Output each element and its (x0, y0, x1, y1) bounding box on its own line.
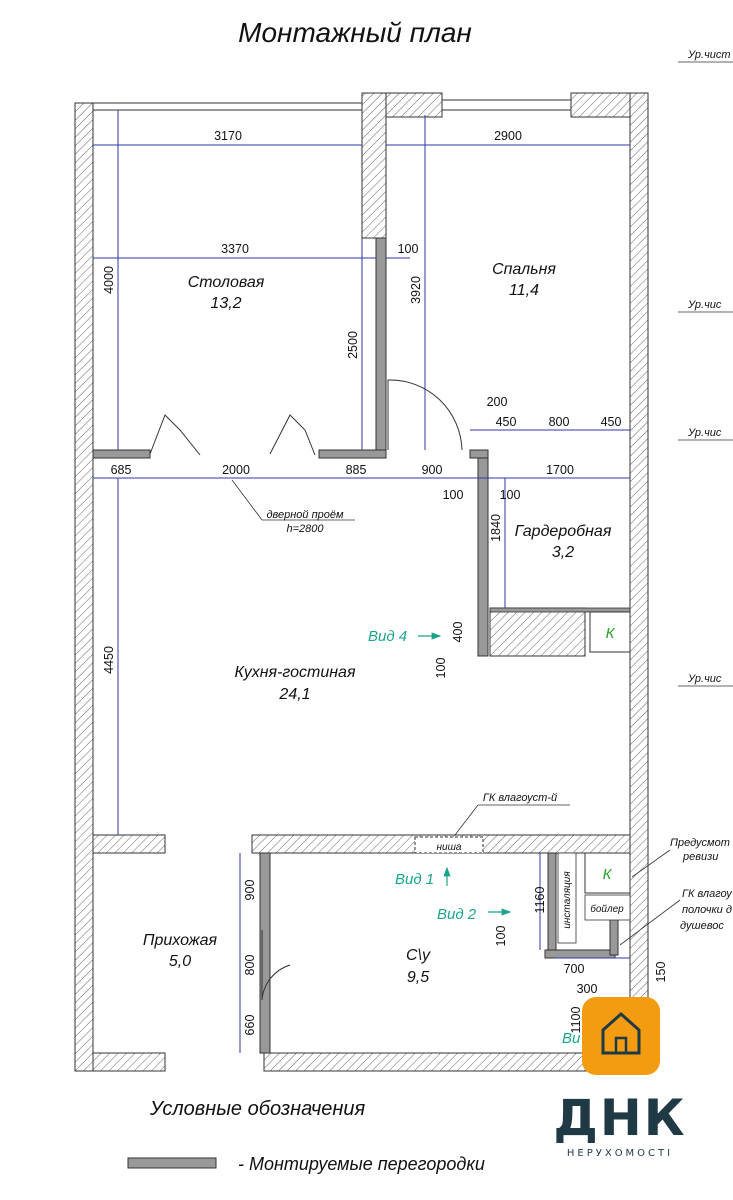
room-kitchen-name: Кухня-гостиная (234, 664, 355, 681)
dim-100-top: 100 (398, 242, 419, 256)
dim-3370: 3370 (221, 242, 249, 256)
view-4-label: Вид 4 (368, 628, 407, 645)
provision-note: Предусмот (670, 837, 730, 849)
legend-title: Условные обозначения (149, 1098, 366, 1120)
level-4: Ур.чис (687, 673, 722, 685)
dim-150: 150 (654, 962, 668, 983)
k-shaft-bath (584, 852, 631, 894)
dnk-logo: ДНК НЕРУХОМОСТІ (553, 997, 686, 1159)
wardrobe-wall (489, 607, 631, 613)
dim-1840: 1840 (489, 514, 503, 542)
dim-300: 300 (577, 982, 598, 996)
logo-text: ДНК (553, 1089, 686, 1147)
boiler-box (584, 894, 631, 921)
revision-note: ревизи (682, 851, 718, 863)
room-bath-name: С\у (406, 947, 431, 964)
dimension-lines (93, 110, 630, 1053)
installation-label: инсталяция (562, 871, 573, 929)
niche-label: ниша (437, 842, 462, 853)
door-opening-note: дверной проём (266, 509, 344, 521)
dim-1100: 1100 (569, 1007, 583, 1034)
dim-100-view4: 100 (434, 658, 448, 679)
dim-900-hall: 900 (243, 880, 257, 901)
house-icon (601, 1011, 641, 1055)
view-1-label: Вид 1 (395, 871, 434, 888)
dim-3920: 3920 (409, 276, 423, 304)
room-wardrobe-name: Гардеробная (515, 523, 612, 540)
dim-100-left: 100 (443, 488, 464, 502)
k-label-bath: К (603, 866, 613, 883)
dim-2000: 2000 (222, 463, 250, 477)
dim-885: 885 (346, 463, 367, 477)
dim-2900: 2900 (494, 129, 522, 143)
legend-partition-swatch (127, 1157, 217, 1169)
level-marks (678, 61, 733, 687)
level-3: Ур.чис (687, 427, 722, 439)
legend-partition-label: - Монтируемые перегородки (238, 1154, 485, 1174)
plan-title: Монтажный план (238, 17, 472, 48)
level-1: Ур.чист (687, 49, 731, 61)
dim-685: 685 (111, 463, 132, 477)
room-kitchen-area: 24,1 (278, 686, 310, 703)
room-dining-area: 13,2 (210, 295, 241, 312)
room-bedroom-name: Спальня (492, 261, 556, 278)
room-wardrobe-area: 3,2 (552, 544, 574, 561)
shower-note: душевос (680, 920, 724, 932)
dim-200: 200 (487, 395, 508, 409)
provision-leader (631, 849, 671, 878)
door-opening-leader (231, 479, 263, 521)
dim-800: 800 (549, 415, 570, 429)
boiler-label: бойлер (590, 903, 624, 915)
dim-700: 700 (564, 962, 585, 976)
view-2-label: Вид 2 (437, 906, 477, 923)
gk-note: ГК влагоуст-й (483, 792, 557, 804)
dim-100-right: 100 (500, 488, 521, 502)
dim-1160: 1160 (533, 887, 547, 914)
partitions (92, 237, 619, 1054)
dim-100-bath: 100 (494, 926, 508, 947)
dim-2500: 2500 (346, 331, 360, 359)
room-bath-area: 9,5 (407, 969, 429, 986)
room-dining-name: Столовая (188, 274, 265, 291)
room-hall-area: 5,0 (169, 953, 191, 970)
installation-box (557, 852, 577, 944)
dim-450-left: 450 (496, 415, 517, 429)
logo-badge (582, 997, 660, 1075)
dim-3170: 3170 (214, 129, 242, 143)
outer-walls (74, 92, 649, 1072)
wardrobe-shaft (489, 607, 586, 657)
k-label-top: К (606, 625, 616, 642)
dim-4450: 4450 (102, 646, 116, 674)
gk-note-2: ГК влагоу (682, 888, 733, 900)
shelves-leader (619, 899, 681, 946)
dim-1700: 1700 (546, 463, 574, 477)
level-2: Ур.чис (687, 299, 722, 311)
view-3-label: Ви (562, 1030, 581, 1047)
shelves-note: полочки д (682, 904, 732, 916)
dim-660: 660 (243, 1015, 257, 1036)
k-shaft-top (589, 611, 631, 653)
room-hall-name: Прихожая (143, 932, 218, 949)
dim-800-hall: 800 (243, 955, 257, 976)
dim-900-door: 900 (422, 463, 443, 477)
gk-leader (454, 804, 479, 836)
room-bedroom-area: 11,4 (509, 282, 539, 299)
door-height-note: h=2800 (286, 523, 324, 535)
dim-4000: 4000 (102, 266, 116, 294)
dim-400: 400 (451, 622, 465, 643)
niche-box (414, 836, 484, 854)
logo-subtext: НЕРУХОМОСТІ (567, 1148, 673, 1159)
door-swings (149, 379, 463, 1001)
dim-450-right: 450 (601, 415, 622, 429)
